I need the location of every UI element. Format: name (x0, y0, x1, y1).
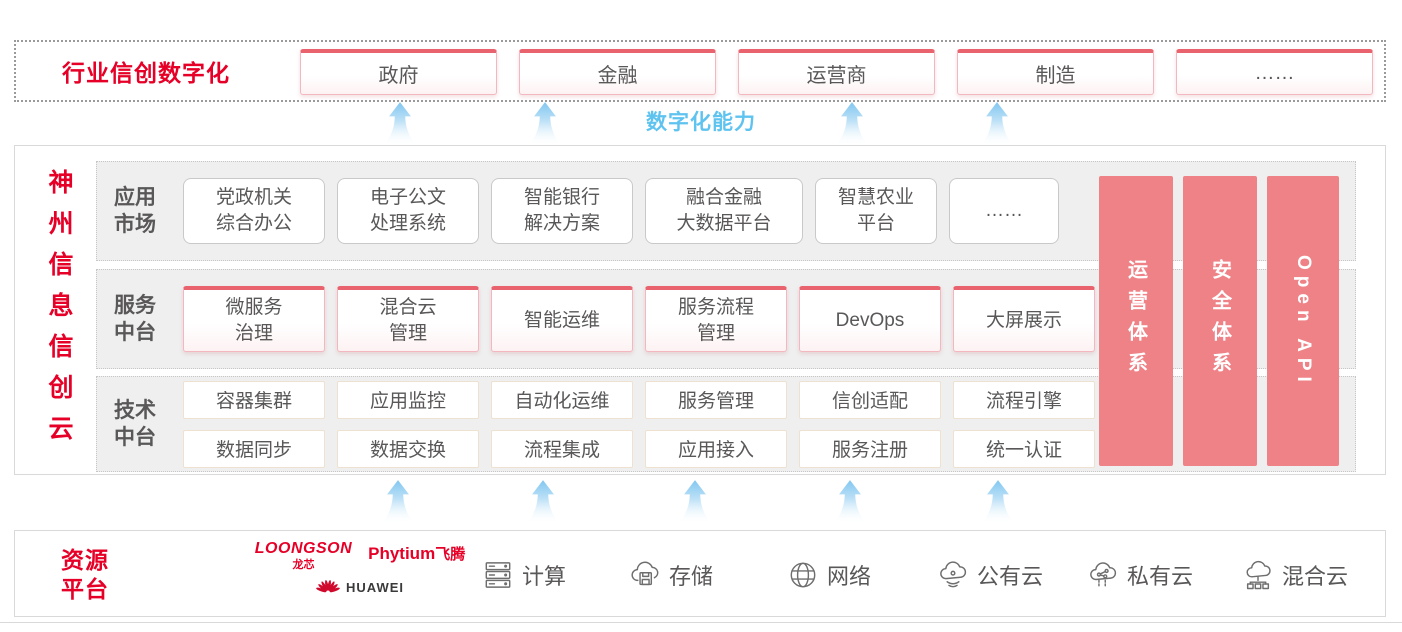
service-box-big-screen: 大屏展示 (953, 286, 1095, 352)
tech-platform-label: 技术 中台 (114, 399, 156, 449)
industry-box-list: 政府 金融 运营商 制造 …… (300, 49, 1373, 95)
resource-item-compute: 计算 (480, 531, 566, 618)
app-box-edoc-system: 电子公文 处理系统 (337, 178, 479, 244)
hybrid-cloud-icon (1246, 560, 1271, 589)
tech-box-container-cluster: 容器集群 (183, 380, 325, 419)
up-arrow-icon (381, 480, 415, 524)
huawei-logo: HUAWEI (220, 578, 500, 596)
tech-box-unified-auth: 统一认证 (953, 429, 1095, 468)
resource-item-network: 网络 (785, 531, 871, 618)
tech-box-auto-ops: 自动化运维 (491, 380, 633, 419)
vendor-logos: LOONGSON 龙芯 Phytium 飞腾 (220, 540, 500, 596)
up-arrow-icon (383, 102, 417, 146)
service-platform-label: 服务 中台 (114, 294, 156, 344)
platform-vertical-title: 神 州 信 息 信 创 云 (48, 169, 74, 443)
industry-box-operator: 运营商 (738, 49, 935, 95)
service-box-intelligent-ops: 智能运维 (491, 286, 633, 352)
public-cloud-icon (940, 560, 967, 587)
tech-box-data-sync: 数据同步 (183, 429, 325, 468)
service-box-microservice: 微服务 治理 (183, 286, 325, 352)
tech-box-process-engine: 流程引擎 (953, 380, 1095, 419)
up-arrow-icon (526, 480, 560, 524)
tech-box-xinchuang-adapt: 信创适配 (799, 380, 941, 419)
compute-icon (485, 561, 511, 588)
main-platform-panel: 神 州 信 息 信 创 云 应用 市场 党政机关 综合办公 电子公文 处理系统 … (14, 145, 1386, 475)
industry-box-ellipsis: …… (1176, 49, 1373, 95)
tech-box-data-exchange: 数据交换 (337, 429, 479, 468)
pillar-open-api: Open API (1267, 176, 1339, 466)
app-market-label: 应用 市场 (114, 186, 156, 236)
industry-panel: 行业信创数字化 政府 金融 运营商 制造 …… (14, 40, 1386, 102)
capability-label: 数字化能力 (646, 111, 756, 134)
up-arrow-icon (980, 102, 1014, 146)
loongson-logo: LOONGSON 龙芯 (254, 540, 353, 571)
resource-item-private-cloud: 私有云 (1085, 531, 1193, 618)
app-box-finance-bigdata: 融合金融 大数据平台 (645, 178, 803, 244)
tech-box-app-access: 应用接入 (645, 429, 787, 468)
up-arrow-icon (981, 480, 1015, 524)
pillar-security-system: 安全体系 (1183, 176, 1257, 466)
industry-box-finance: 金融 (519, 49, 716, 95)
service-box-devops: DevOps (799, 286, 941, 352)
app-box-gov-office: 党政机关 综合办公 (183, 178, 325, 244)
app-box-ellipsis: …… (949, 178, 1059, 244)
tech-box-app-monitoring: 应用监控 (337, 380, 479, 419)
industry-box-government: 政府 (300, 49, 497, 95)
resource-panel: 资源 平台 LOONGSON 龙芯 Phytium 飞腾 (14, 530, 1386, 617)
phytium-logo: Phytium 飞腾 (368, 544, 466, 563)
industry-panel-title: 行业信创数字化 (62, 60, 230, 86)
up-arrow-icon (528, 102, 562, 146)
network-icon (790, 562, 816, 587)
tech-box-service-mgmt: 服务管理 (645, 380, 787, 419)
app-box-smart-bank: 智能银行 解决方案 (491, 178, 633, 244)
up-arrow-icon (833, 480, 867, 524)
service-box-service-process: 服务流程 管理 (645, 286, 787, 352)
huawei-flower-icon (316, 579, 340, 593)
industry-box-manufacturing: 制造 (957, 49, 1154, 95)
tech-box-service-registry: 服务注册 (799, 429, 941, 468)
storage-icon (631, 561, 659, 585)
resource-item-public-cloud: 公有云 (935, 531, 1043, 618)
private-cloud-icon (1090, 561, 1117, 587)
resource-panel-title: 资源 平台 (61, 547, 109, 602)
up-arrow-icon (678, 480, 712, 524)
bottom-divider (0, 622, 1402, 623)
up-arrow-icon (835, 102, 869, 146)
pillar-operations-system: 运营体系 (1099, 176, 1173, 466)
app-box-smart-agriculture: 智慧农业 平台 (815, 178, 937, 244)
resource-item-storage: 存储 (627, 531, 713, 618)
tech-box-process-integration: 流程集成 (491, 429, 633, 468)
resource-item-hybrid-cloud: 混合云 (1240, 531, 1348, 618)
service-box-hybrid-cloud-mgmt: 混合云 管理 (337, 286, 479, 352)
